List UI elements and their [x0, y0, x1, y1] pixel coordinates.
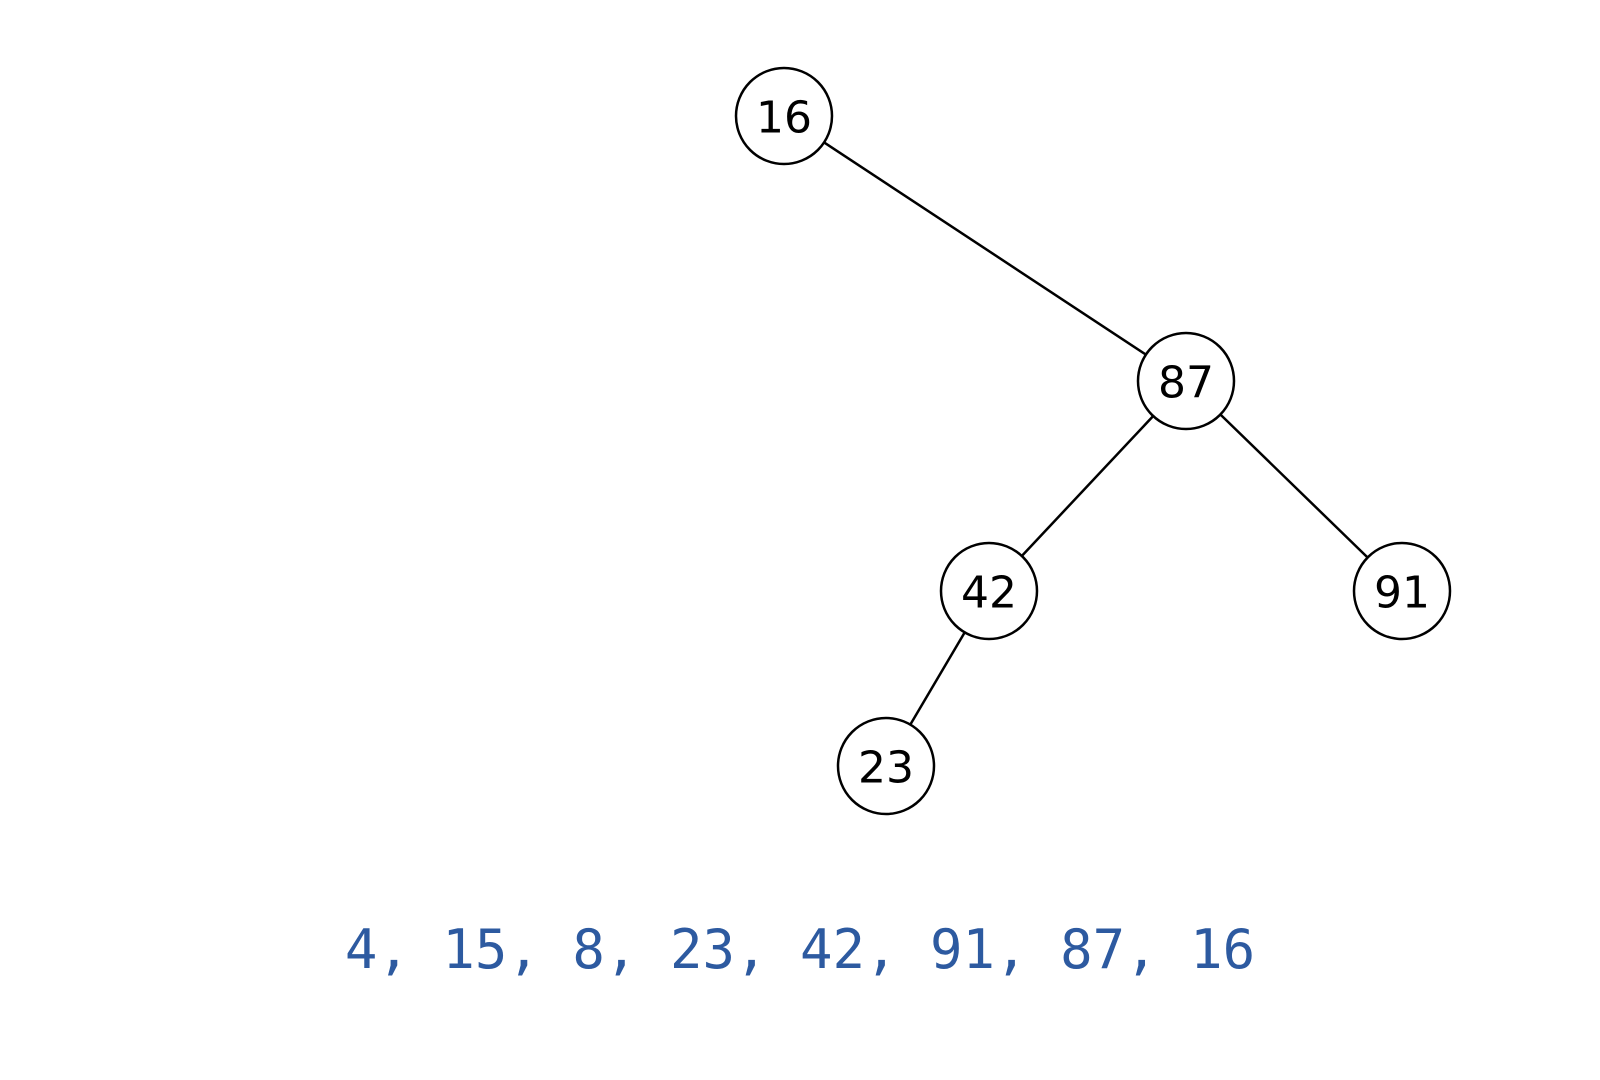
node-circle — [836, 716, 936, 816]
node-label: 87 — [1158, 358, 1214, 409]
node-label: 16 — [756, 93, 812, 144]
node-circle — [939, 541, 1039, 641]
node-circle — [1136, 331, 1236, 431]
node-circle — [1352, 541, 1452, 641]
node-label: 91 — [1374, 568, 1430, 619]
tree-node-23: 23 — [836, 716, 936, 816]
tree-nodes: 16 87 42 91 23 — [734, 66, 1452, 816]
node-label: 42 — [961, 568, 1017, 619]
tree-node-42: 42 — [939, 541, 1039, 641]
edge-87-42 — [1020, 415, 1155, 557]
edge-16-87 — [823, 141, 1147, 356]
edge-42-23 — [909, 631, 966, 726]
tree-node-16: 16 — [734, 66, 834, 166]
insertion-sequence: 4, 15, 8, 23, 42, 91, 87, 16 — [344, 918, 1256, 981]
tree-node-87: 87 — [1136, 331, 1236, 431]
edge-87-91 — [1219, 413, 1369, 559]
node-circle — [734, 66, 834, 166]
tree-node-91: 91 — [1352, 541, 1452, 641]
tree-edges — [823, 141, 1369, 726]
node-label: 23 — [858, 743, 914, 794]
